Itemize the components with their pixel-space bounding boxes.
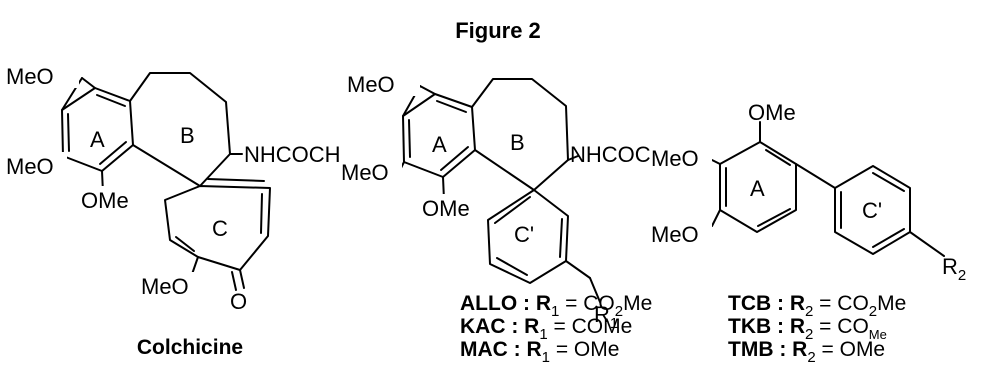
biaryl-ring-cprime-double-1 — [872, 172, 905, 192]
biaryl-ome-top: OMe — [748, 100, 796, 125]
biaryl-meo-mid: MeO — [651, 146, 699, 171]
biaryl-variant-row: TMB : R2 = OMe — [728, 338, 885, 366]
biaryl-meo-low: MeO — [651, 222, 699, 247]
colchicine-ring-a-double-1 — [67, 113, 70, 152]
allo-ring-cprime-double-3 — [494, 196, 531, 224]
colchicine-ring-a-double-3 — [96, 94, 126, 107]
colchicine-ome: OMe — [81, 188, 129, 213]
allo-meo-mid: MeO — [341, 160, 389, 185]
colchicine-ring-c-label: C — [212, 216, 228, 241]
allo-ring-cprime-double-1 — [559, 218, 563, 258]
allo-meo-top: MeO — [347, 72, 395, 97]
allo-r1-label: R1 — [594, 302, 618, 332]
colchicine-ring-c-double-2 — [260, 193, 263, 234]
allo-wash-2 — [340, 158, 402, 184]
biaryl-wash-1 — [650, 144, 712, 170]
allo-ring-b-label: B — [510, 130, 525, 155]
allo-variants: ALLO : R1 = CO2Me KAC : R1 = COMe MAC : … — [460, 292, 652, 366]
colchicine-structure: A B C MeO MeO OMe MeO O NHCOCH3 Colchici… — [5, 62, 349, 359]
colchicine-name: Colchicine — [137, 336, 243, 359]
allo-ome: OMe — [422, 196, 470, 221]
colchicine-ring-b-label: B — [180, 123, 195, 148]
biaryl-ring-cprime-double-2 — [872, 228, 905, 248]
allo-bond-r1 — [565, 260, 591, 279]
allo-wash-1 — [346, 70, 420, 96]
allo-ring-a-label: A — [432, 132, 447, 157]
biaryl-structure: A C' OMe MeO MeO R2 TCB : R2 = CO2Me TKB… — [650, 100, 966, 366]
figure-title: Figure 2 — [455, 18, 541, 43]
colchicine-ring-c-bonds — [164, 185, 271, 271]
biaryl-wash-2 — [650, 220, 712, 246]
colchicine-meo-top: MeO — [6, 64, 54, 89]
colchicine-wash-3 — [80, 186, 150, 212]
biaryl-bond-oc2 — [711, 159, 721, 165]
colchicine-bond-co-2 — [231, 271, 237, 291]
allocolchicinoid-structure: A B C' MeO MeO OMe NHCOCH3 R1 ALLO : R1 … — [340, 70, 675, 366]
allo-variant-row: KAC : R1 = COMe — [460, 315, 632, 343]
colchicine-ring-c-double-3 — [175, 236, 195, 252]
colchicine-meo-mid: MeO — [6, 154, 54, 179]
biaryl-ring-a-double-1 — [765, 149, 791, 166]
colchicine-bond-oc1b — [81, 77, 96, 89]
allo-ring-a-double-3 — [436, 100, 467, 113]
allo-ring-cprime-bonds — [487, 189, 569, 284]
biaryl-bond-r2 — [909, 231, 945, 257]
biaryl-ring-a-double-2 — [757, 208, 791, 227]
allo-bond-r1b — [589, 277, 601, 303]
allo-ring-a-double-1 — [408, 119, 411, 158]
biaryl-variants: TCB : R2 = CO2Me TKB : R2 = COMe TMB : R… — [728, 292, 906, 366]
colchicine-ring-a-double-2 — [99, 141, 127, 165]
colchicine-wash-4 — [140, 272, 202, 298]
colchicine-bond-co — [239, 269, 245, 289]
biaryl-ring-a-label: A — [750, 176, 765, 201]
biaryl-variant-row: TKB : R2 = COMe — [728, 315, 887, 343]
allo-bond-oc1b — [419, 85, 436, 95]
colchicine-wash-1 — [5, 62, 79, 88]
biaryl-link-bond — [795, 163, 836, 189]
colchicine-ring-a-label: A — [90, 127, 105, 152]
allo-ring-a-double-2 — [440, 146, 469, 171]
allo-variant-row: MAC : R1 = OMe — [460, 338, 619, 366]
colchicine-meo-low: MeO — [141, 274, 189, 299]
colchicine-amide: NHCOCH3 — [244, 142, 349, 172]
biaryl-ring-cprime-label: C' — [862, 198, 882, 223]
allo-variant-row: ALLO : R1 = CO2Me — [460, 292, 652, 320]
colchicine-ring-c-double-1 — [207, 178, 265, 182]
colchicine-wash-2 — [5, 152, 67, 178]
allo-ring-cprime-double-2 — [496, 257, 528, 276]
allo-wash-3 — [421, 194, 483, 220]
biaryl-r2-label: R2 — [942, 254, 966, 284]
allo-ring-cprime-label: C' — [514, 222, 534, 247]
colchicine-carbonyl-o: O — [230, 289, 247, 314]
allo-bond-n — [567, 155, 579, 161]
biaryl-bond-oc3 — [711, 209, 721, 227]
biaryl-variant-row: TCB : R2 = CO2Me — [728, 292, 906, 320]
